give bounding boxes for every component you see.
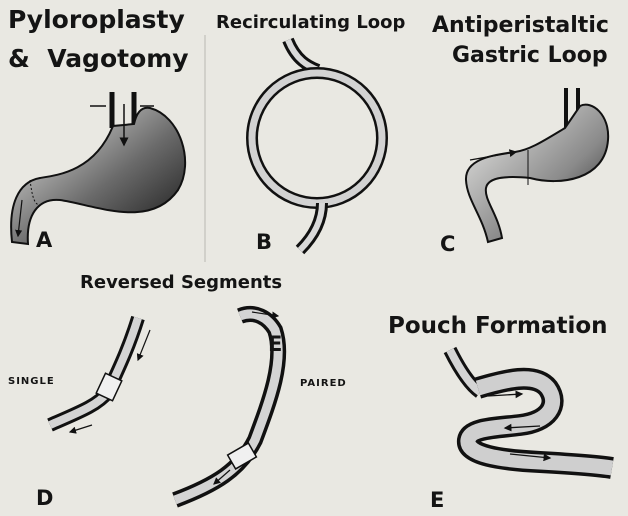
panel-e-title: Pouch Formation <box>388 312 608 340</box>
panel-c-loop-drawing <box>466 88 608 242</box>
panel-a-letter: A <box>36 228 52 252</box>
panel-e-pouch-drawing <box>450 350 612 468</box>
panel-b-title: Recirculating Loop <box>216 12 405 33</box>
panel-c-title-line1: Antiperistaltic <box>432 12 609 39</box>
label-single: SINGLE <box>8 376 55 387</box>
panel-c-letter: C <box>440 232 455 256</box>
panel-a-title-line2: & Vagotomy <box>8 45 189 73</box>
panel-b-loop-drawing <box>252 40 382 250</box>
label-paired: PAIRED <box>300 378 347 389</box>
panel-b-letter: B <box>256 230 272 254</box>
panel-d-segments-drawing <box>50 312 278 500</box>
panel-a-stomach-drawing <box>11 92 185 244</box>
panel-a-title-line1: Pyloroplasty <box>8 6 185 34</box>
panel-d-letter: D <box>36 486 53 510</box>
segment-letter: E <box>268 332 282 356</box>
panel-c-title-line2: Gastric Loop <box>452 42 608 69</box>
panel-d-title: Reversed Segments <box>80 272 282 293</box>
panel-e-letter: E <box>430 488 444 512</box>
